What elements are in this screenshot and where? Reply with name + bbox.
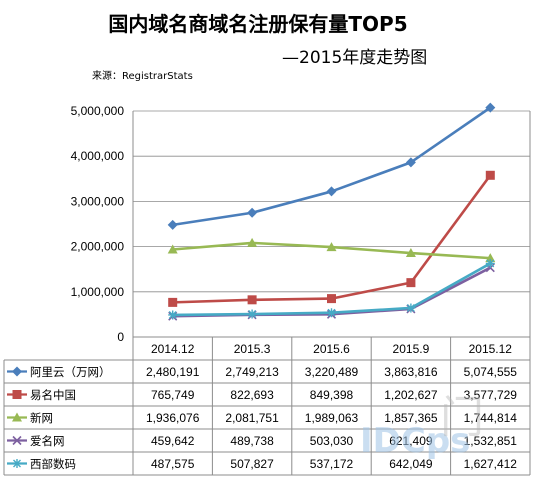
data-label: 489,738	[230, 434, 274, 448]
series-name: 爱名网	[30, 434, 65, 448]
legend-key	[7, 366, 27, 377]
x-tick-label: 2015.9	[393, 342, 430, 356]
data-point	[485, 170, 495, 180]
series-name: 西部数码	[30, 457, 76, 471]
y-tick-label: 4,000,000	[71, 149, 125, 163]
y-tick-label: 1,000,000	[71, 285, 125, 299]
data-label: 503,030	[310, 434, 354, 448]
y-axis: 0 1,000,000 2,000,000 3,000,000 4,000,000 5,0…	[71, 104, 125, 344]
data-point	[168, 297, 178, 307]
x-tick-label: 2015.3	[234, 342, 271, 356]
legend-marker	[12, 366, 22, 377]
watermark-glyph: 门	[440, 392, 484, 443]
data-label: 459,642	[151, 434, 195, 448]
data-point	[485, 253, 496, 263]
data-label: 1,627,412	[464, 457, 518, 471]
data-point	[485, 258, 495, 268]
x-tick-label: 2015.12	[469, 342, 513, 356]
data-point	[327, 308, 336, 318]
legend-marker	[12, 390, 22, 399]
data-point	[247, 309, 257, 319]
data-label: 1,202,627	[384, 388, 438, 402]
legend-marker	[12, 412, 22, 422]
data-point	[406, 278, 416, 288]
data-point	[405, 248, 416, 258]
watermark: IDCps 门	[360, 392, 484, 461]
data-label: 2,749,213	[225, 365, 279, 379]
data-label: 765,749	[151, 388, 195, 402]
series-name: 易名中国	[30, 388, 76, 402]
data-point	[168, 310, 178, 320]
data-label: 1,744,814	[464, 411, 518, 425]
data-label: 537,172	[310, 457, 354, 471]
series-1	[167, 102, 496, 230]
source-note: 来源：RegistrarStats	[92, 69, 193, 82]
data-point	[406, 303, 416, 313]
legend-key	[7, 390, 27, 399]
data-point	[247, 295, 257, 305]
data-table: 2014.12 2015.3 2015.6 2015.9 2015.12 阿里云（万网） 2…	[3, 336, 531, 476]
data-point	[326, 242, 337, 252]
data-label: 1,989,063	[305, 411, 359, 425]
y-tick-label: 3,000,000	[71, 194, 125, 208]
data-label: 621,409	[389, 434, 433, 448]
x-tick-label: 2015.6	[313, 342, 350, 356]
data-label: 3,863,816	[384, 365, 438, 379]
data-point	[167, 244, 178, 254]
data-point	[405, 157, 416, 168]
chart-subtitle: —2015年度走势图	[282, 48, 427, 68]
legend-key	[7, 459, 27, 468]
x-tick-label: 2014.12	[151, 342, 195, 356]
data-point	[247, 237, 258, 247]
data-label: 1,532,851	[464, 434, 518, 448]
legend-key	[7, 412, 27, 422]
legend-marker	[12, 435, 22, 446]
data-label: 507,827	[230, 457, 274, 471]
data-label: 3,577,729	[464, 388, 518, 402]
data-label: 849,398	[310, 388, 354, 402]
series-3	[167, 237, 496, 263]
data-point	[326, 186, 337, 197]
data-point	[167, 219, 178, 230]
series-5	[168, 258, 495, 320]
data-label: 1,936,076	[146, 411, 200, 425]
series-name: 新网	[30, 411, 53, 425]
y-tick-label: 2,000,000	[71, 240, 125, 254]
series-line	[172, 106, 492, 227]
data-label: 1,857,365	[384, 411, 438, 425]
data-label: 3,220,489	[305, 365, 359, 379]
data-label: 487,575	[151, 457, 195, 471]
data-label: 5,074,555	[464, 365, 518, 379]
data-label: 642,049	[389, 457, 433, 471]
data-label: 2,081,751	[225, 411, 279, 425]
legend-marker	[12, 459, 22, 468]
y-tick-label: 0	[117, 330, 124, 344]
series-line	[172, 262, 491, 317]
series-lines	[167, 102, 496, 321]
y-tick-label: 5,000,000	[71, 104, 125, 118]
data-label: 822,693	[230, 388, 274, 402]
data-point	[327, 294, 336, 304]
watermark-text: IDCps	[360, 421, 470, 461]
series-name: 阿里云（万网）	[30, 365, 111, 379]
chart-title: 国内域名商域名注册保有量TOP5	[108, 12, 407, 36]
data-label: 2,480,191	[146, 365, 200, 379]
series-2	[168, 170, 495, 307]
legend-key	[7, 435, 27, 446]
data-point	[247, 207, 258, 218]
data-point	[485, 102, 496, 113]
